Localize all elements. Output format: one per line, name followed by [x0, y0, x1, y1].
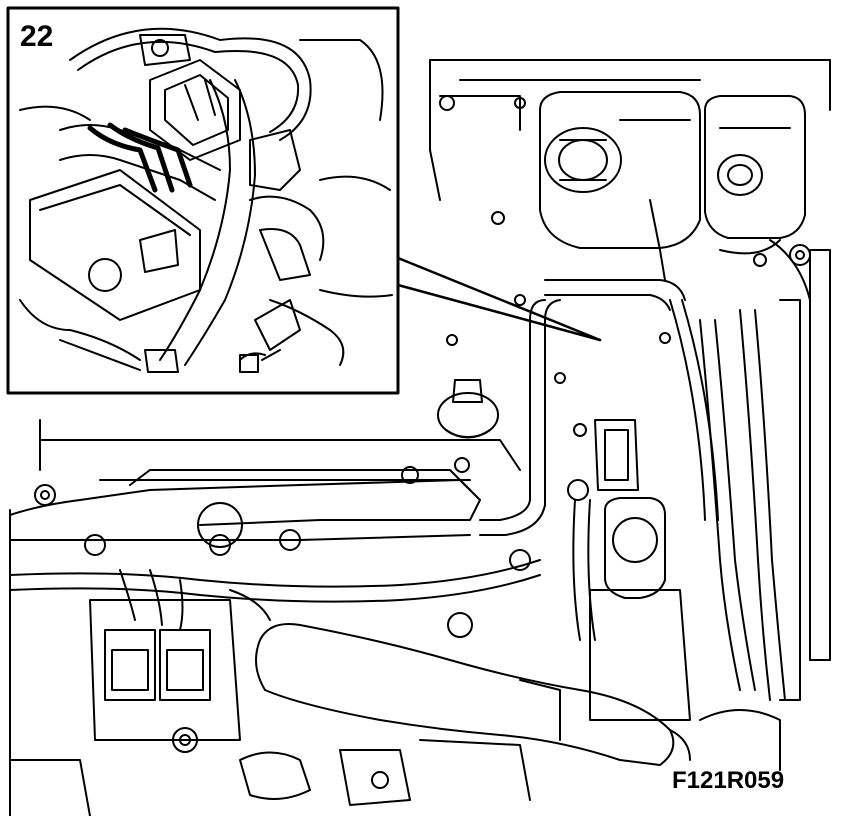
right-hoses	[669, 299, 786, 701]
center-pipe	[479, 279, 686, 536]
figure-code-label: F121R059	[672, 767, 785, 794]
expansion-tank	[539, 91, 701, 281]
connector-blocks	[89, 599, 241, 753]
fluid-reservoir	[704, 95, 806, 239]
wiring-harness	[9, 559, 541, 631]
inset-detail-drawing	[19, 27, 393, 373]
oil-filler-cap	[437, 379, 499, 439]
valve-cover	[9, 457, 481, 556]
step-number-label: 22	[20, 20, 54, 53]
cylinder-reservoir	[589, 497, 691, 721]
intake-hose	[255, 623, 691, 766]
sensor-cluster	[567, 419, 639, 641]
right-side-panel	[719, 239, 831, 701]
engine-bay-outline	[9, 59, 831, 817]
lower-components	[9, 484, 781, 817]
fasteners	[439, 95, 767, 384]
